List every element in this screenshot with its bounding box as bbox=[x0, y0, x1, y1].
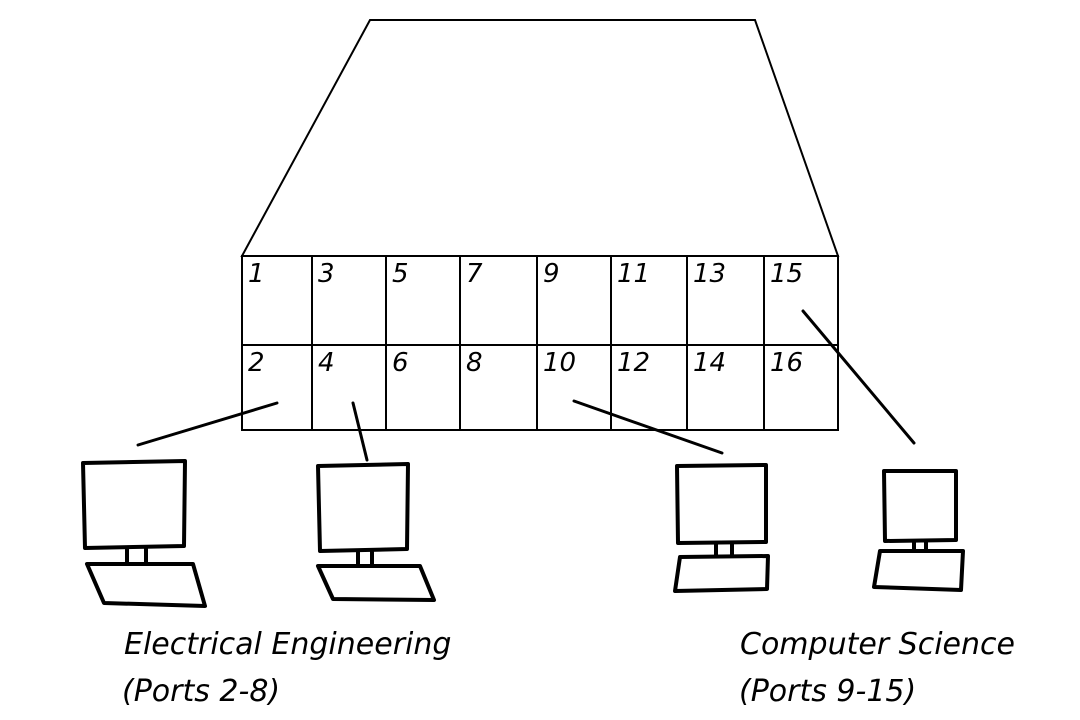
port-label: 5 bbox=[392, 259, 409, 289]
port-panel bbox=[241, 255, 839, 431]
port-label: 8 bbox=[466, 348, 483, 378]
port-label: 10 bbox=[543, 348, 576, 378]
cable-port-4 bbox=[351, 401, 369, 462]
port-label: 2 bbox=[248, 348, 265, 378]
port-label: 15 bbox=[770, 259, 803, 289]
cables bbox=[136, 309, 916, 462]
group-name: Computer Science bbox=[740, 627, 1015, 662]
port-label: 11 bbox=[617, 259, 650, 289]
port-label: 7 bbox=[466, 259, 483, 289]
port-label: 3 bbox=[318, 259, 335, 289]
cable-port-15 bbox=[801, 309, 916, 445]
group-ports: (Ports 9-15) bbox=[739, 674, 916, 709]
group-name: Electrical Engineering bbox=[124, 627, 451, 662]
computer-icon bbox=[316, 462, 436, 602]
port-labels-top: 1 3 5 7 9 11 13 15 bbox=[248, 259, 803, 289]
port-label: 14 bbox=[693, 348, 726, 378]
computer-icon bbox=[81, 459, 207, 608]
caption-electrical-engineering: Electrical Engineering (Ports 2-8) bbox=[122, 627, 451, 709]
port-label: 13 bbox=[693, 259, 726, 289]
port-label: 9 bbox=[543, 259, 560, 289]
port-labels-bottom: 2 4 6 8 10 12 14 16 bbox=[248, 348, 803, 378]
port-label: 1 bbox=[248, 259, 265, 289]
computer-icon bbox=[872, 469, 965, 592]
cable-port-2 bbox=[136, 401, 279, 447]
cable-port-10 bbox=[572, 399, 724, 455]
port-label: 16 bbox=[770, 348, 803, 378]
group-ports: (Ports 2-8) bbox=[122, 674, 280, 709]
computer-icon bbox=[673, 463, 770, 593]
port-label: 12 bbox=[617, 348, 650, 378]
port-label: 6 bbox=[392, 348, 409, 378]
switch-body bbox=[240, 19, 840, 257]
caption-computer-science: Computer Science (Ports 9-15) bbox=[739, 627, 1015, 709]
port-label: 4 bbox=[318, 348, 335, 378]
